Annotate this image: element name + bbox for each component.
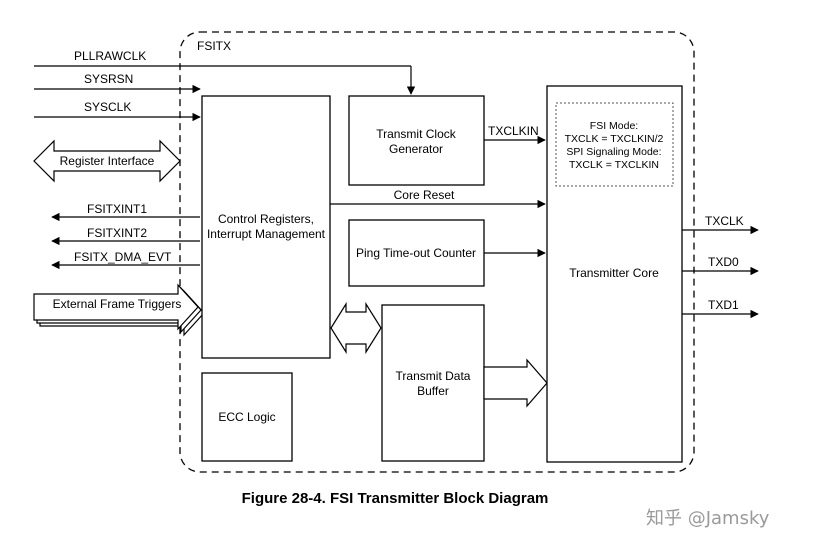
- fsitxint1-label: FSITXINT1: [87, 202, 147, 216]
- figure-caption: Figure 28-4. FSI Transmitter Block Diagr…: [242, 490, 549, 507]
- register-interface-label: Register Interface: [60, 154, 155, 168]
- mode-note-line1: FSI Mode:: [590, 120, 638, 132]
- transmit-data-buffer-label-line2: Buffer: [417, 384, 449, 398]
- fsitxint2-label: FSITXINT2: [87, 226, 147, 240]
- sysrsn-label: SYSRSN: [84, 72, 133, 86]
- external-frame-triggers-label: External Frame Triggers: [53, 297, 182, 311]
- mode-note-line3: SPI Signaling Mode:: [566, 146, 661, 158]
- register-interface-arrow: [33, 139, 181, 183]
- fsitx-dma-evt-label: FSITX_DMA_EVT: [74, 250, 172, 264]
- mode-note-line4: TXCLK = TXCLKIN: [569, 159, 659, 171]
- register-buffer-arrow: [330, 301, 382, 355]
- core-reset-label: Core Reset: [394, 188, 455, 202]
- transmitter-core-label: Transmitter Core: [569, 266, 659, 280]
- control-registers-block: [201, 95, 331, 359]
- ecc-logic-label: ECC Logic: [218, 410, 275, 424]
- ping-timeout-counter-label: Ping Time-out Counter: [356, 246, 476, 260]
- mode-note-line2: TXCLK = TXCLKIN/2: [565, 133, 664, 145]
- transmit-data-buffer-label-line1: Transmit Data: [396, 369, 471, 383]
- pllrawclk-label: PLLRAWCLK: [74, 49, 146, 63]
- txd1-label: TXD1: [708, 298, 739, 312]
- transmit-data-buffer-block: [381, 304, 485, 462]
- sysclk-label: SYSCLK: [84, 100, 131, 114]
- transmit-clock-generator-label-line1: Transmit Clock: [376, 127, 457, 141]
- ping-timeout-counter-block: [348, 219, 485, 287]
- txd0-label: TXD0: [708, 255, 739, 269]
- control-registers-label-line1: Control Registers,: [218, 212, 314, 226]
- transmit-clock-generator-label-line2: Generator: [389, 142, 443, 156]
- control-registers-label-line2: Interrupt Management: [207, 227, 326, 241]
- fsitx-label: FSITX: [197, 39, 231, 53]
- ecc-logic-block: [201, 372, 293, 462]
- buffer-to-core-arrow: [483, 358, 548, 408]
- watermark: 知乎 @Jamsky: [646, 508, 770, 529]
- external-frame-triggers-arrow: [33, 283, 199, 331]
- txclk-label: TXCLK: [705, 214, 744, 228]
- mode-note-box: [555, 102, 674, 187]
- txclkin-label: TXCLKIN: [488, 124, 539, 138]
